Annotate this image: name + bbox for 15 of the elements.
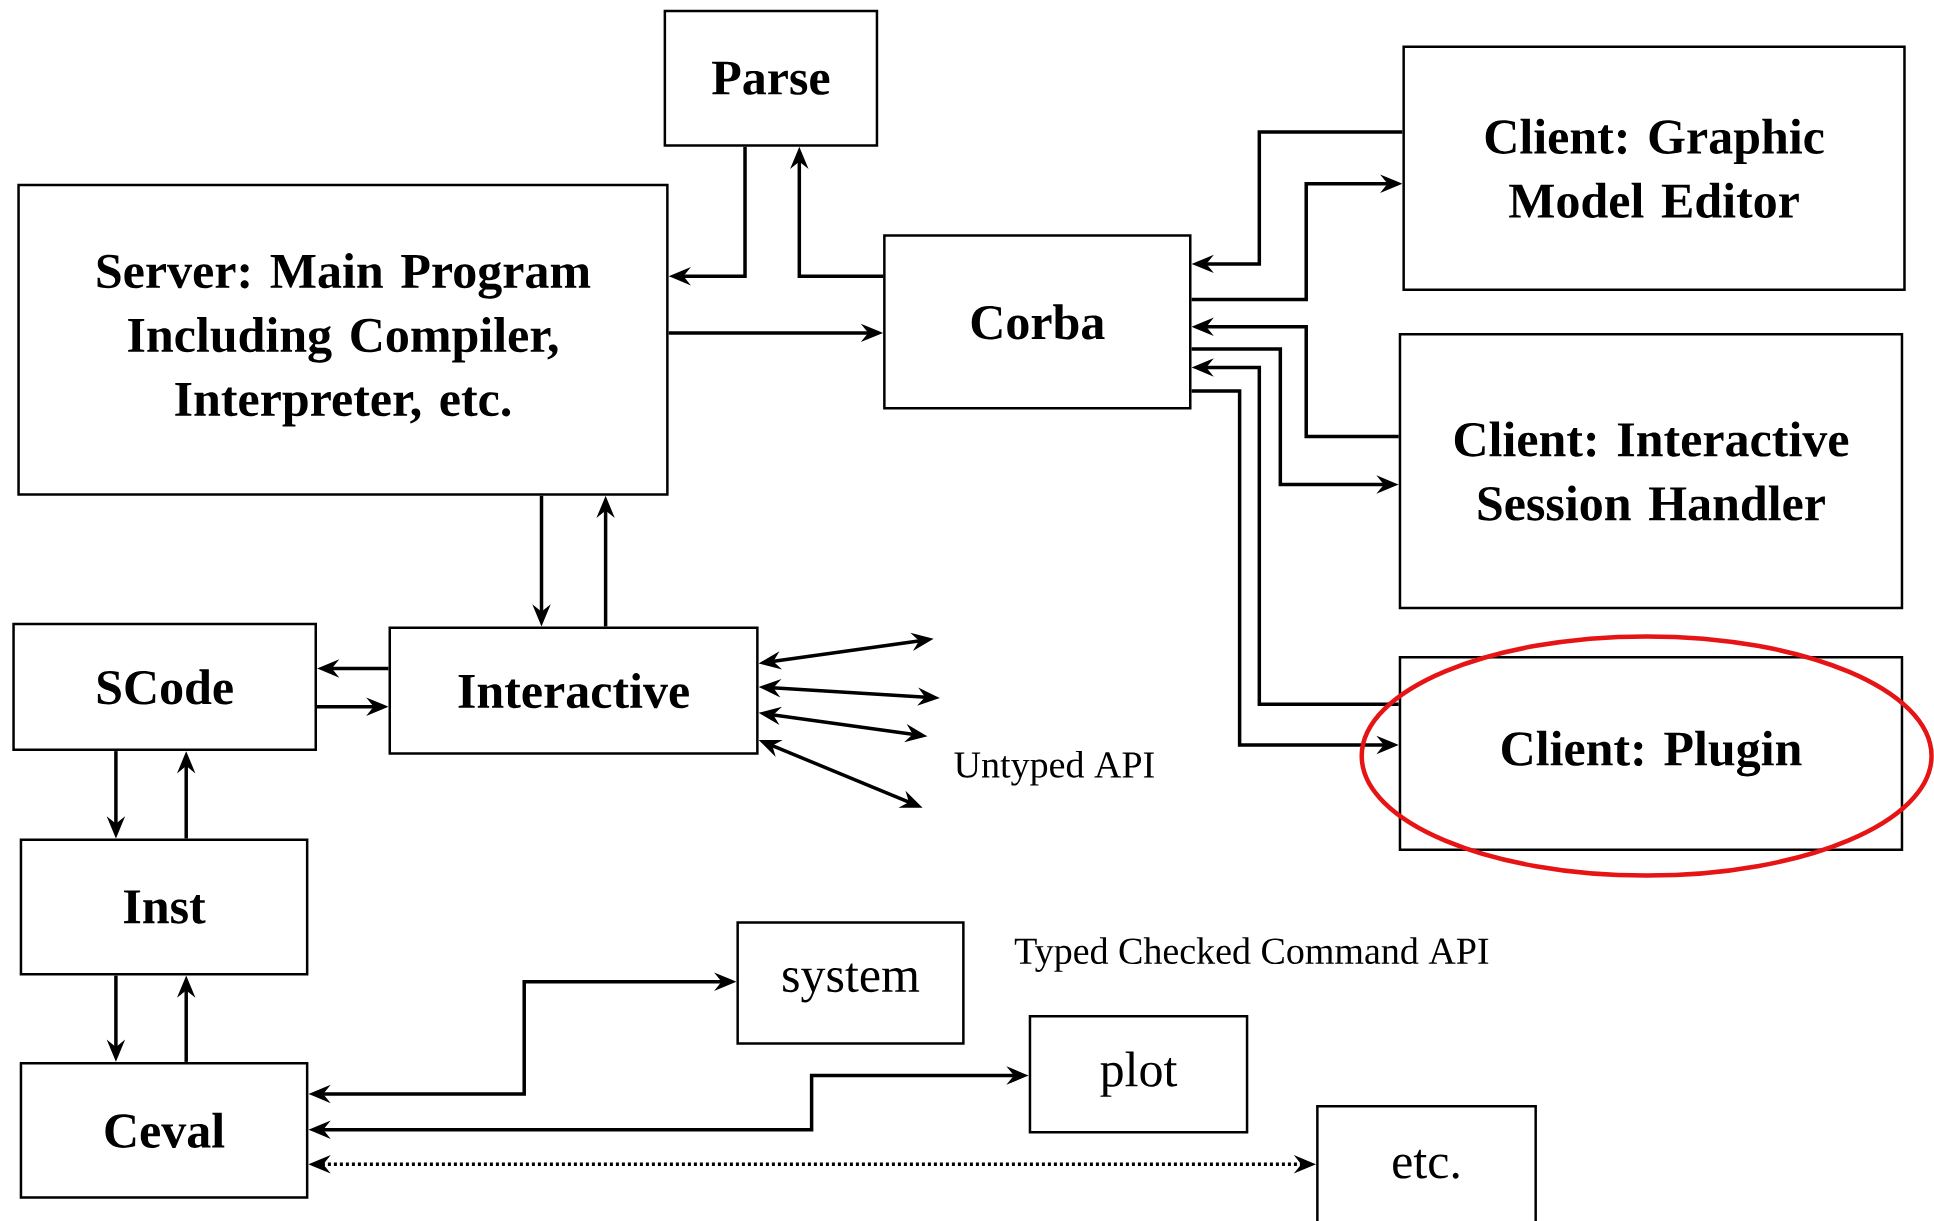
process-box: Server: Main Program Including Compiler, Interpreter, etc. bbox=[17, 183, 669, 496]
process-box: Inst bbox=[19, 838, 309, 976]
process-box: Corba bbox=[883, 234, 1192, 410]
process-box: Client: Plugin bbox=[1398, 656, 1904, 851]
process-box: Interactive bbox=[388, 626, 759, 755]
process-box: Ceval bbox=[19, 1061, 309, 1199]
process-box: Client: Graphic Model Editor bbox=[1402, 45, 1906, 292]
process-box: Client: Interactive Session Handler bbox=[1398, 332, 1904, 610]
process-box: system bbox=[736, 921, 965, 1045]
process-box: plot bbox=[1028, 1015, 1249, 1134]
process-box: SCode bbox=[12, 622, 317, 752]
process-box: etc. bbox=[1316, 1105, 1537, 1221]
api-label: Untyped API bbox=[954, 751, 1154, 786]
api-label: Typed Checked Command API bbox=[1014, 937, 1489, 972]
process-box: Parse bbox=[663, 9, 879, 147]
